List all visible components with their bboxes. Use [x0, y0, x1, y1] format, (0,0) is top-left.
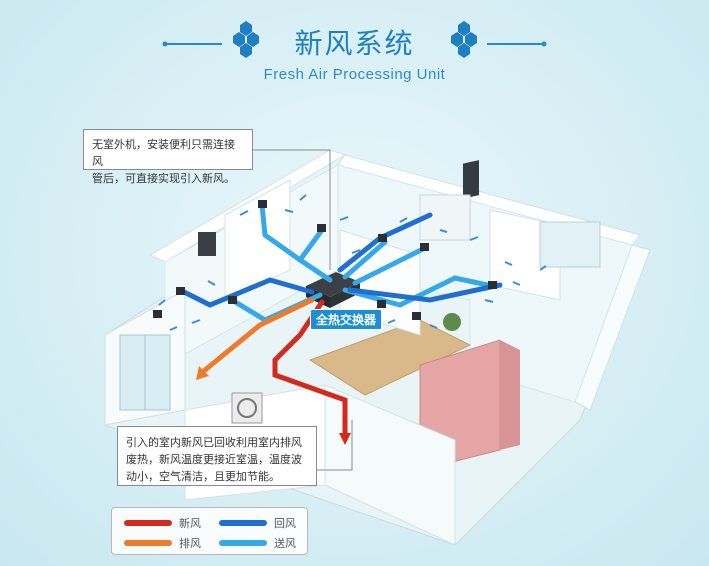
legend-label-supply: 送风 — [274, 537, 296, 550]
callout-top-line-2: 管后，可直接实现引入新风。 — [92, 172, 235, 185]
callout-bottom-line-2: 废热，新风温度更接近室温，温度波 — [126, 453, 302, 466]
air-vents — [153, 200, 497, 320]
legend-swatch-supply — [219, 540, 267, 546]
legend-swatch-return — [219, 520, 267, 526]
front-wall-right — [324, 384, 456, 546]
window-right — [539, 221, 601, 268]
legend-swatch-exhaust — [124, 540, 172, 546]
tv-screen — [463, 160, 479, 199]
page-subtitle: Fresh Air Processing Unit — [263, 66, 446, 83]
legend-item-supply: 送风 — [219, 535, 296, 551]
airflow-arrows — [158, 194, 547, 331]
supply-air-ducts — [229, 202, 495, 323]
callout-energy-recovery: 引入的室内新风已回收利用室内排风 废热，新风温度更接近室温，温度波 动小，空气清… — [117, 426, 317, 486]
callout-top-line-1: 无室外机，安装便利只需连接风 — [92, 138, 235, 168]
callout-bottom-line-3: 动小，空气清洁，且更加节能。 — [126, 470, 280, 483]
header-decoration — [162, 21, 547, 58]
fresh-air-duct — [272, 299, 348, 438]
wall-frame — [198, 232, 216, 256]
partition-1 — [224, 179, 291, 301]
callout-bottom-leader — [317, 420, 353, 471]
callout-bottom-line-1: 引入的室内新风已回收利用室内排风 — [126, 436, 302, 449]
callout-top-leader — [253, 149, 331, 270]
legend-label-return: 回风 — [274, 517, 296, 530]
page-title: 新风系统 — [294, 27, 415, 60]
callout-no-outdoor-unit: 无室外机，安装便利只需连接风 管后，可直接实现引入新风。 — [83, 129, 253, 185]
wood-floor — [308, 319, 472, 396]
legend-label-fresh: 新风 — [179, 517, 201, 530]
heat-exchanger-label: 全热交换器 — [310, 309, 383, 330]
hexagon-left-icon — [233, 21, 259, 58]
legend-item-return: 回风 — [219, 515, 296, 531]
legend-item-fresh: 新风 — [124, 515, 201, 531]
legend-swatch-fresh — [124, 520, 172, 526]
legend-item-exhaust: 排风 — [124, 535, 201, 551]
legend-label-exhaust: 排风 — [179, 537, 201, 550]
pink-room-side — [500, 340, 520, 450]
plant — [443, 313, 461, 331]
legend: 新风 回风 排风 送风 — [111, 507, 308, 555]
outdoor-unit — [231, 392, 263, 424]
exhaust-air-duct — [202, 297, 315, 373]
hexagon-right-icon — [451, 21, 477, 58]
